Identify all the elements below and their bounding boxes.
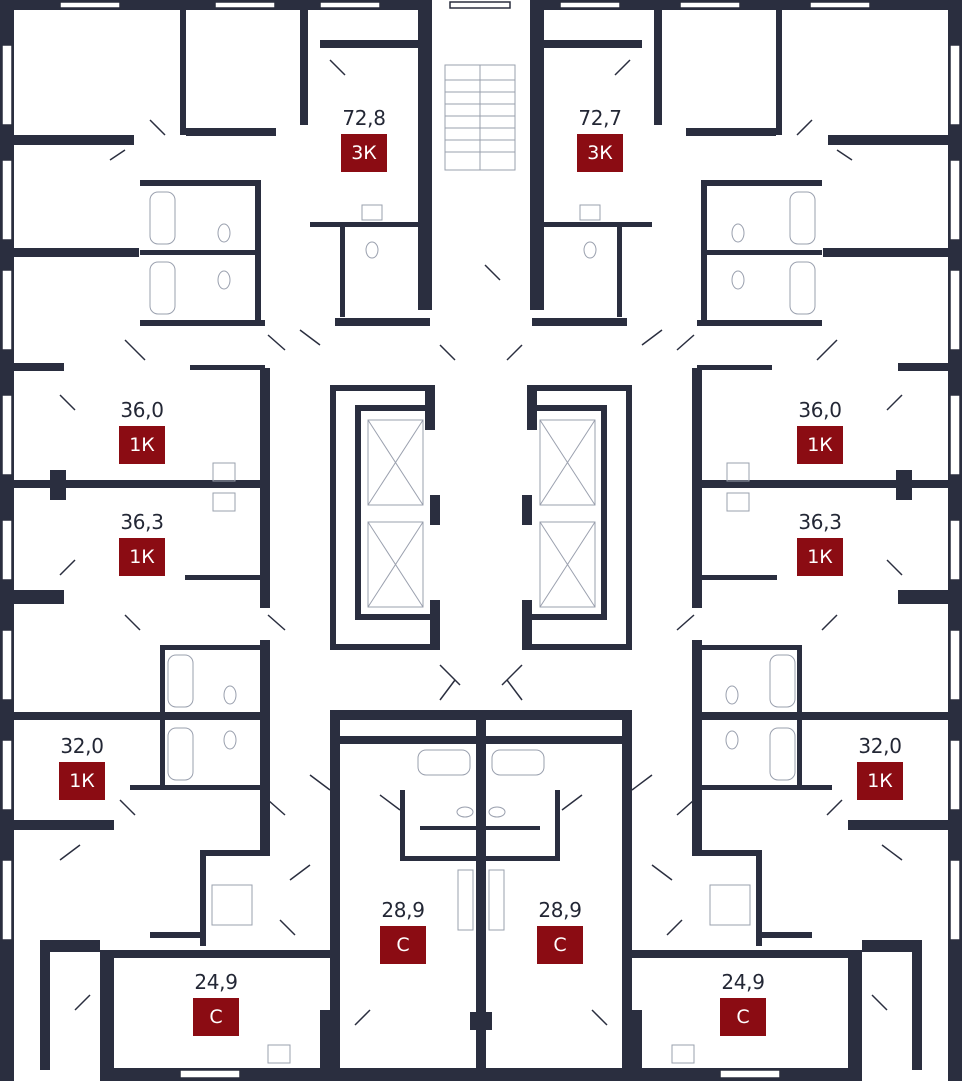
unit-type-badge: 1К [797, 426, 843, 464]
unit-type-badge: 3К [341, 134, 387, 172]
unit-type-badge: С [380, 926, 426, 964]
unit-36-3-left[interactable]: 36,3 1К [112, 510, 172, 576]
unit-32-0-right[interactable]: 32,0 1К [850, 734, 910, 800]
unit-area: 36,3 [798, 510, 842, 534]
unit-area: 24,9 [194, 970, 238, 994]
unit-type-badge: 3К [577, 134, 623, 172]
unit-24-9-right[interactable]: 24,9 С [713, 970, 773, 1036]
unit-area: 24,9 [721, 970, 765, 994]
unit-type-badge: 1К [119, 426, 165, 464]
staircase [444, 64, 516, 171]
unit-type-badge: С [537, 926, 583, 964]
unit-72-7[interactable]: 72,7 3К [570, 106, 630, 172]
unit-36-0-right[interactable]: 36,0 1К [790, 398, 850, 464]
unit-36-0-left[interactable]: 36,0 1К [112, 398, 172, 464]
unit-area: 72,7 [578, 106, 622, 130]
doors [59, 59, 903, 1026]
unit-type-badge: С [720, 998, 766, 1036]
unit-area: 72,8 [342, 106, 386, 130]
elevators [367, 419, 596, 608]
fixtures [149, 191, 816, 1064]
unit-type-badge: 1К [119, 538, 165, 576]
unit-area: 28,9 [538, 898, 582, 922]
unit-28-9-left[interactable]: 28,9 С [373, 898, 433, 964]
unit-24-9-left[interactable]: 24,9 С [186, 970, 246, 1036]
unit-area: 32,0 [858, 734, 902, 758]
unit-32-0-left[interactable]: 32,0 1К [52, 734, 112, 800]
interior-walls [14, 10, 948, 1080]
unit-area: 36,0 [120, 398, 164, 422]
unit-area: 36,0 [798, 398, 842, 422]
unit-36-3-right[interactable]: 36,3 1К [790, 510, 850, 576]
unit-72-8[interactable]: 72,8 3К [334, 106, 394, 172]
unit-area: 32,0 [60, 734, 104, 758]
unit-area: 36,3 [120, 510, 164, 534]
unit-type-badge: 1К [59, 762, 105, 800]
unit-type-badge: С [193, 998, 239, 1036]
unit-type-badge: 1К [857, 762, 903, 800]
unit-28-9-right[interactable]: 28,9 С [530, 898, 590, 964]
unit-type-badge: 1К [797, 538, 843, 576]
unit-area: 28,9 [381, 898, 425, 922]
